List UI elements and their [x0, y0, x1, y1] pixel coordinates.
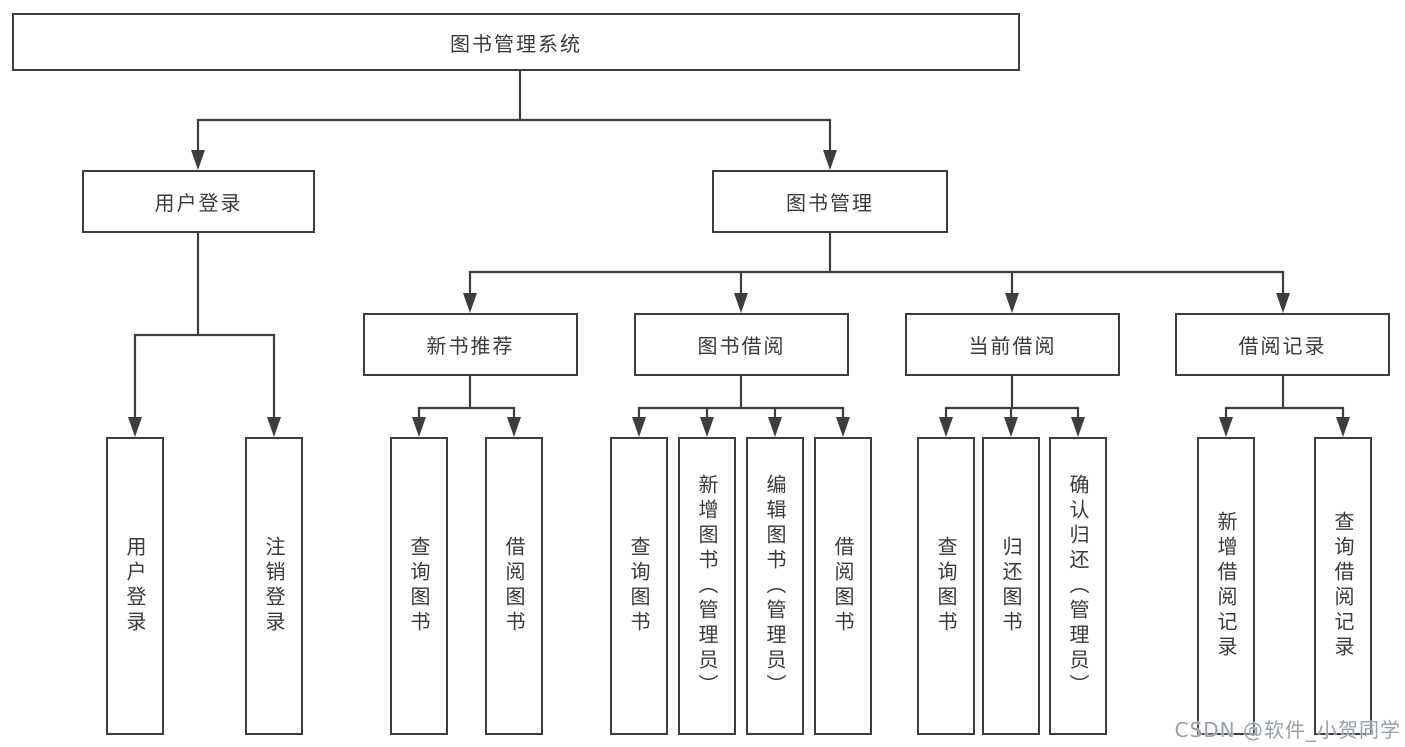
node-label: 新增借阅记录 [1214, 511, 1238, 661]
node-label: 图书管理系统 [450, 31, 582, 56]
node-label: 归还图书 [999, 536, 1023, 636]
node-label: 编辑图书（管理员） [763, 473, 787, 699]
node-leaf-return-book: 归还图书 [982, 437, 1040, 735]
node-label: 确认归还（管理员） [1066, 473, 1090, 699]
node-book-borrowing: 图书借阅 [634, 313, 849, 376]
node-leaf-borrow-book-2: 借阅图书 [814, 437, 872, 735]
node-label: 查询图书 [627, 536, 651, 636]
node-label: 图书管理 [786, 191, 874, 215]
node-label: 新书推荐 [426, 334, 515, 358]
node-leaf-query-book-3: 查询图书 [917, 437, 975, 735]
node-leaf-query-book-1: 查询图书 [390, 437, 448, 735]
node-label: 用户登录 [123, 536, 147, 636]
node-current-borrowing: 当前借阅 [905, 313, 1120, 376]
node-leaf-query-book-2: 查询图书 [610, 437, 668, 735]
node-user-login-group: 用户登录 [82, 170, 315, 233]
node-leaf-add-book-admin: 新增图书（管理员） [678, 437, 736, 735]
node-label: 查询图书 [934, 536, 958, 636]
node-label: 图书借阅 [697, 334, 786, 358]
node-leaf-borrow-book-1: 借阅图书 [485, 437, 543, 735]
node-label: 注销登录 [262, 536, 286, 636]
node-label: 用户登录 [154, 191, 243, 215]
node-leaf-user-login: 用户登录 [106, 437, 164, 735]
node-label: 查询借阅记录 [1331, 511, 1355, 661]
node-new-book-recommendation: 新书推荐 [363, 313, 578, 376]
node-leaf-confirm-return-admin: 确认归还（管理员） [1049, 437, 1107, 735]
node-leaf-edit-book-admin: 编辑图书（管理员） [746, 437, 804, 735]
node-label: 借阅记录 [1238, 334, 1327, 358]
node-label: 新增图书（管理员） [695, 473, 719, 699]
node-leaf-logout: 注销登录 [245, 437, 303, 735]
node-label: 当前借阅 [968, 334, 1057, 358]
node-leaf-query-borrow-record: 查询借阅记录 [1314, 437, 1372, 735]
node-borrowing-records: 借阅记录 [1175, 313, 1390, 376]
node-label: 借阅图书 [502, 536, 526, 636]
node-library-management-system: 图书管理系统 [12, 13, 1020, 71]
node-label: 查询图书 [407, 536, 431, 636]
node-label: 借阅图书 [831, 536, 855, 636]
node-book-management: 图书管理 [712, 170, 948, 233]
node-leaf-add-borrow-record: 新增借阅记录 [1197, 437, 1255, 735]
